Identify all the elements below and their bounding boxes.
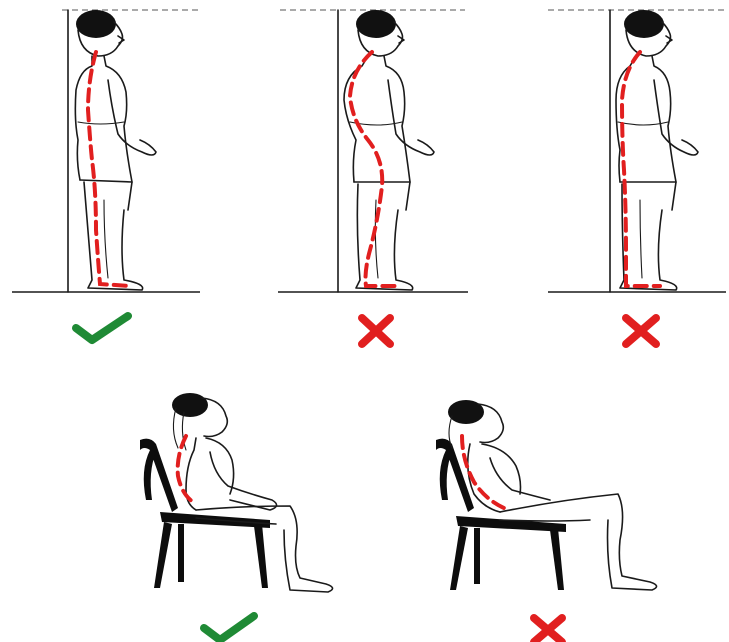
spine-curve [350,52,398,286]
cross-icon [534,618,562,642]
panel-standing-bad-curved [278,10,468,292]
standing-figure [344,10,434,290]
chair [140,439,270,588]
standing-figure [75,10,156,290]
standing-figure [616,10,698,290]
panel-sitting-good [140,393,333,592]
check-icon [204,616,254,640]
panel-standing-good [12,10,200,292]
chair [436,439,566,590]
sitting-figure [172,393,333,592]
panel-standing-bad-flat [548,10,726,292]
panel-sitting-bad-slouch [436,400,657,590]
check-icon [76,316,128,340]
cross-icon [626,318,656,344]
cross-icon [362,318,390,344]
